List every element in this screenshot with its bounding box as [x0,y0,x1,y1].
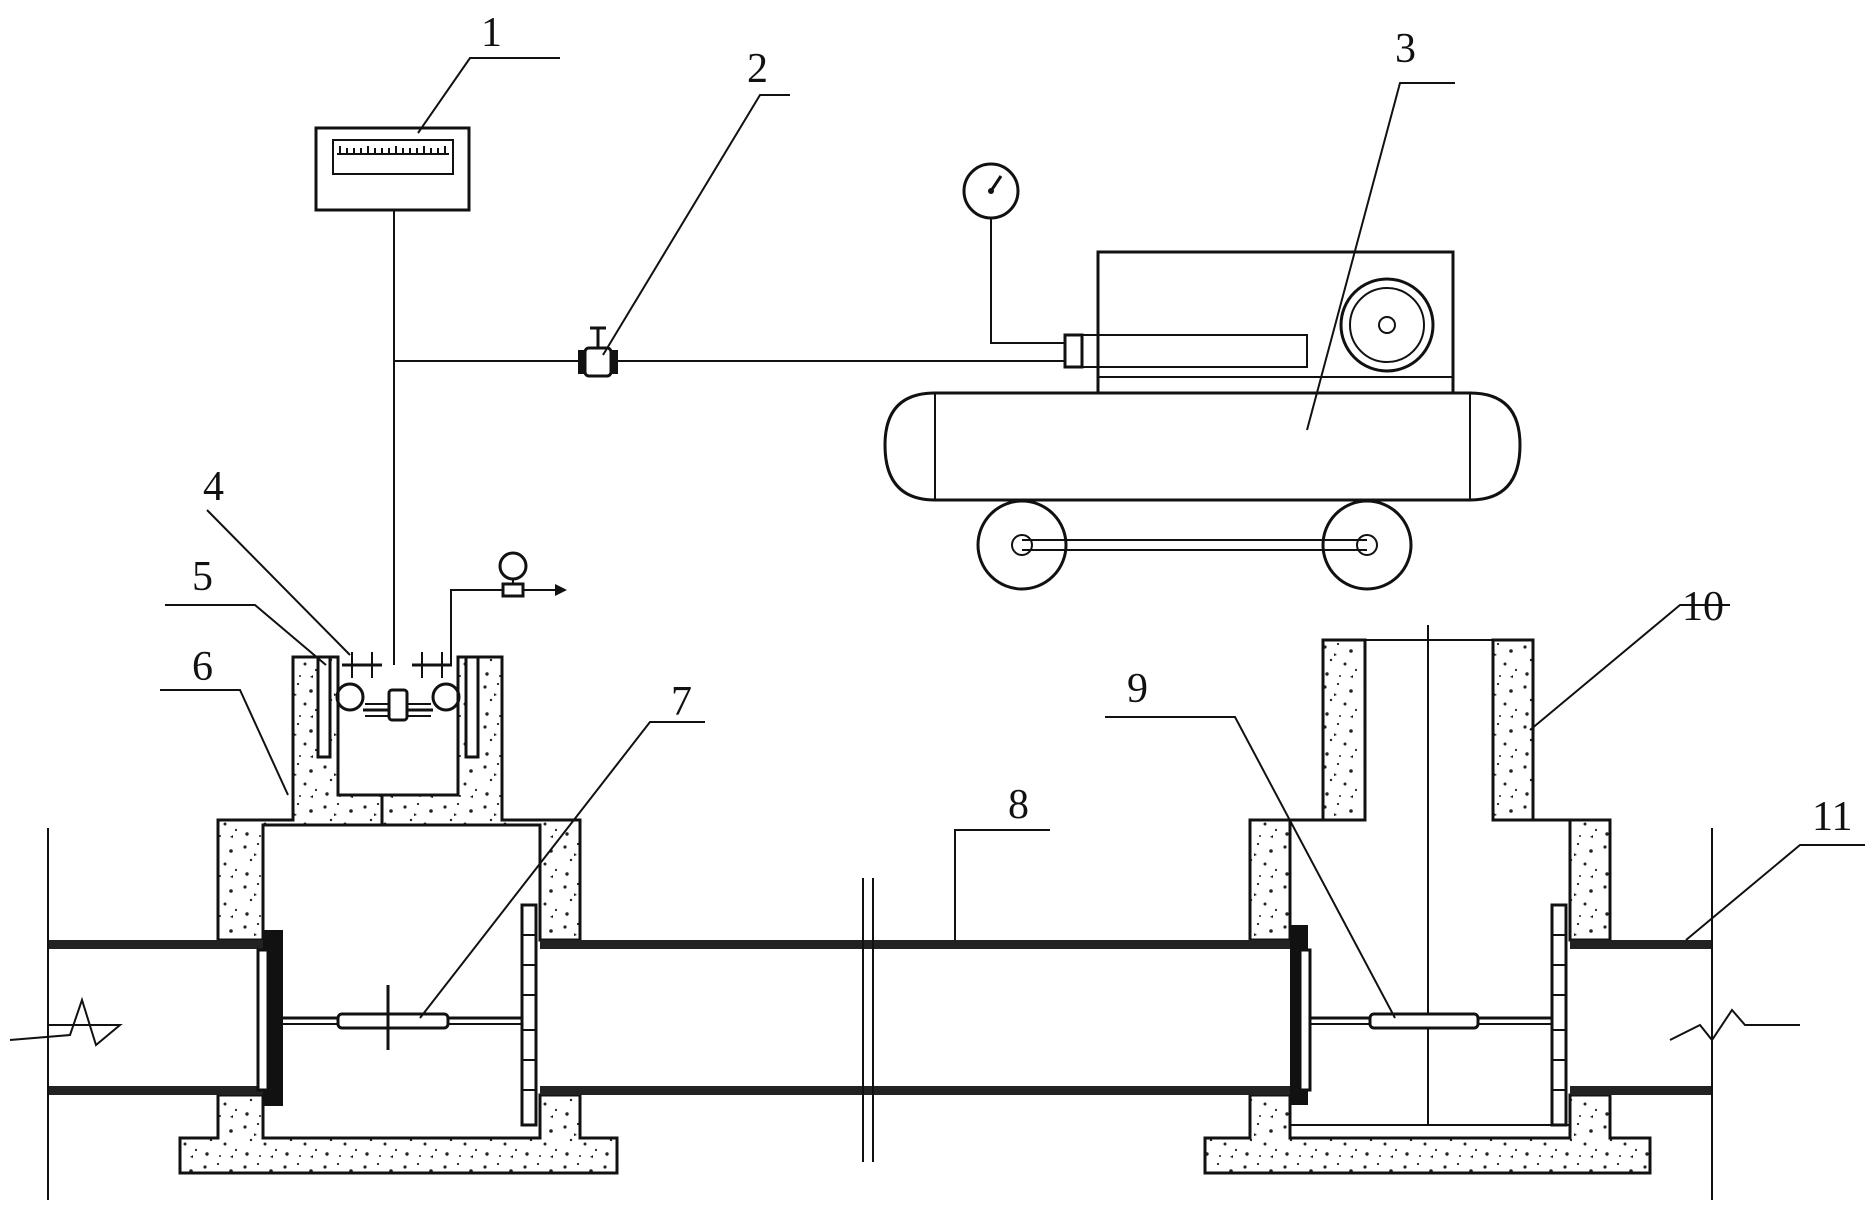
meter-scale [337,146,449,155]
air-compressor [883,162,1522,591]
callout-1: 1 [481,10,502,56]
callout-8: 8 [1008,782,1029,828]
valve-icon [578,326,618,378]
callout-10: 10 [1682,584,1724,630]
callout-labels: 1 2 3 4 5 6 7 8 9 10 11 [192,10,1852,840]
pipe-system [47,828,1713,1200]
right-inspection-well [1203,625,1652,1175]
leader-lines [160,57,1865,1019]
break-line-icon [9,996,123,1047]
pressure-gauge-icon [450,551,567,665]
callout-5: 5 [192,554,213,600]
callout-7: 7 [671,679,692,725]
pressure-gauge-icon [962,162,1065,344]
callout-2: 2 [747,46,768,92]
pressure-recorder [314,126,471,212]
callout-6: 6 [192,644,213,690]
callout-4: 4 [203,464,224,510]
callout-11: 11 [1812,794,1852,840]
test-plug-assembly [335,652,461,722]
callout-9: 9 [1127,666,1148,712]
break-line-icon [1669,1008,1800,1042]
callout-3: 3 [1395,26,1416,72]
left-inspection-well [178,655,619,1175]
left-pipe-plugs [256,903,538,1127]
right-pipe-plugs [1290,903,1568,1127]
